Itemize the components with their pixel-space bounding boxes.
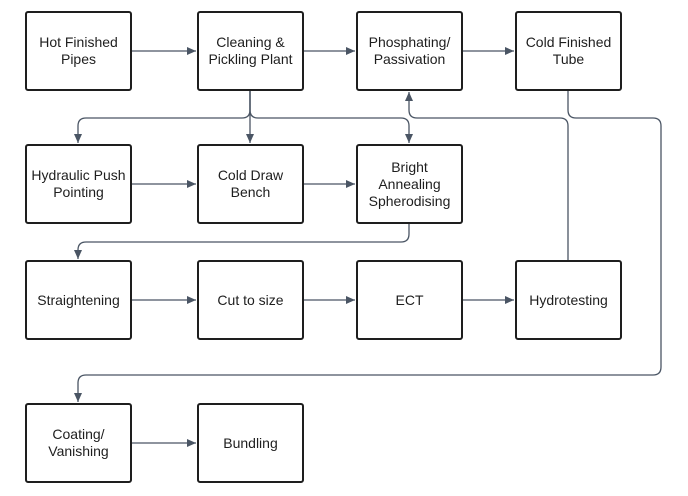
node-hot-finished-pipes: Hot Finished Pipes [25,11,132,91]
edge-cold-finished-to-coating [74,91,662,402]
node-straightening: Straightening [25,260,132,340]
edge-cleaning-to-hydraulic-push [74,91,251,143]
node-cleaning-pickling-plant: Cleaning & Pickling Plant [197,11,304,91]
edge-bright-annealing-to-straightening [74,224,410,259]
node-cold-draw-bench: Cold Draw Bench [197,144,304,224]
node-phosphating-passivation: Phosphating/ Passivation [356,11,463,91]
node-cut-to-size: Cut to size [197,260,304,340]
node-coating-vanishing: Coating/ Vanishing [25,403,132,483]
node-bundling: Bundling [197,403,304,483]
node-bright-annealing-spherodising: Bright Annealing Spherodising [356,144,463,224]
node-ect: ECT [356,260,463,340]
node-hydraulic-push-pointing: Hydraulic Push Pointing [25,144,132,224]
edge-hydrotesting-to-phosphating [405,92,569,260]
node-cold-finished-tube: Cold Finished Tube [515,11,622,91]
node-hydrotesting: Hydrotesting [515,260,622,340]
edge-cleaning-to-bright-annealing [249,91,413,143]
